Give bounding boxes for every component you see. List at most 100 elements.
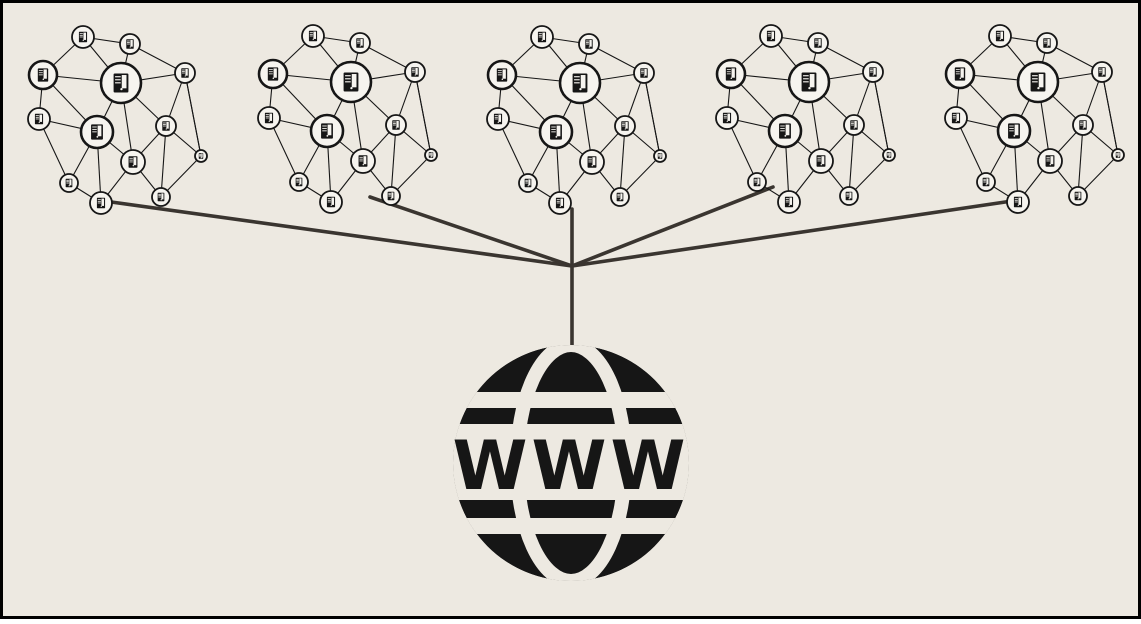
server-icon <box>816 155 826 167</box>
server-node <box>578 33 600 55</box>
server-node <box>843 114 865 136</box>
server-node <box>404 61 426 83</box>
server-node <box>486 59 518 91</box>
server-icon <box>1074 191 1082 201</box>
server-icon <box>555 197 565 209</box>
connector-line <box>570 185 775 268</box>
server-icon <box>157 192 165 202</box>
server-node <box>944 106 968 130</box>
cluster-nodes <box>486 25 667 215</box>
server-icon <box>886 152 892 158</box>
server-node <box>79 114 115 150</box>
network-link <box>1101 71 1119 156</box>
server-icon <box>1045 155 1055 167</box>
server-node <box>579 149 605 175</box>
server-icon <box>267 67 279 81</box>
server-node <box>558 61 602 105</box>
server-icon <box>295 177 303 187</box>
server-icon <box>198 153 204 159</box>
server-icon <box>34 113 44 125</box>
server-node <box>996 113 1032 149</box>
cluster-nodes <box>944 24 1125 214</box>
server-node <box>530 25 554 49</box>
server-node <box>381 186 401 206</box>
server-icon <box>766 30 776 42</box>
server-node <box>350 148 376 174</box>
server-icon <box>326 196 336 208</box>
network-link <box>184 72 202 157</box>
server-node <box>319 190 343 214</box>
network-clusters <box>27 24 1125 215</box>
server-node <box>747 172 767 192</box>
server-icon <box>784 196 794 208</box>
server-icon <box>162 121 170 131</box>
globe-band-top <box>453 392 689 408</box>
network-link <box>390 124 397 197</box>
server-node <box>1111 148 1125 162</box>
server-node <box>715 58 747 90</box>
server-node <box>89 191 113 215</box>
server-icon <box>801 72 817 92</box>
server-icon <box>524 178 532 188</box>
server-icon <box>572 73 588 93</box>
server-icon <box>537 31 547 43</box>
server-icon <box>356 38 364 48</box>
server-node <box>27 107 51 131</box>
network-link <box>619 125 626 198</box>
server-node <box>289 172 309 192</box>
server-node <box>329 60 373 104</box>
network-connectors <box>102 185 1014 345</box>
server-node <box>976 172 996 192</box>
server-icon <box>587 156 597 168</box>
server-icon <box>550 124 562 140</box>
server-node <box>27 59 59 91</box>
server-icon <box>1115 152 1121 158</box>
globe-band-bottom <box>453 518 689 534</box>
server-node <box>808 148 834 174</box>
server-node <box>538 114 574 150</box>
server-icon <box>1013 196 1023 208</box>
server-icon <box>358 155 368 167</box>
network-cluster <box>486 25 667 215</box>
server-icon <box>869 67 877 77</box>
server-node <box>120 149 146 175</box>
server-icon <box>814 38 822 48</box>
server-icon <box>1030 72 1046 92</box>
cluster-nodes <box>257 24 438 214</box>
server-icon <box>387 191 395 201</box>
cluster-nodes <box>27 25 208 215</box>
server-node <box>257 106 281 130</box>
network-link <box>414 71 432 156</box>
server-node <box>424 148 438 162</box>
server-icon <box>1008 123 1020 139</box>
server-node <box>882 148 896 162</box>
server-icon <box>96 197 106 209</box>
www-label: WWW <box>452 427 689 506</box>
server-icon <box>640 68 648 78</box>
server-node <box>839 186 859 206</box>
server-node <box>1037 148 1063 174</box>
server-icon <box>343 72 359 92</box>
server-node <box>777 190 801 214</box>
server-icon <box>753 177 761 187</box>
server-node <box>614 115 636 137</box>
server-icon <box>321 123 333 139</box>
server-node <box>71 25 95 49</box>
server-icon <box>91 124 103 140</box>
network-link <box>160 125 167 198</box>
server-icon <box>126 39 134 49</box>
server-node <box>1016 60 1060 104</box>
network-link <box>848 124 855 197</box>
server-node <box>548 191 572 215</box>
server-icon <box>113 73 129 93</box>
server-icon <box>585 39 593 49</box>
connector-line <box>570 199 1014 268</box>
server-node <box>174 62 196 84</box>
server-icon <box>493 113 503 125</box>
server-icon <box>496 68 508 82</box>
server-node <box>518 173 538 193</box>
server-icon <box>37 68 49 82</box>
server-icon <box>392 120 400 130</box>
